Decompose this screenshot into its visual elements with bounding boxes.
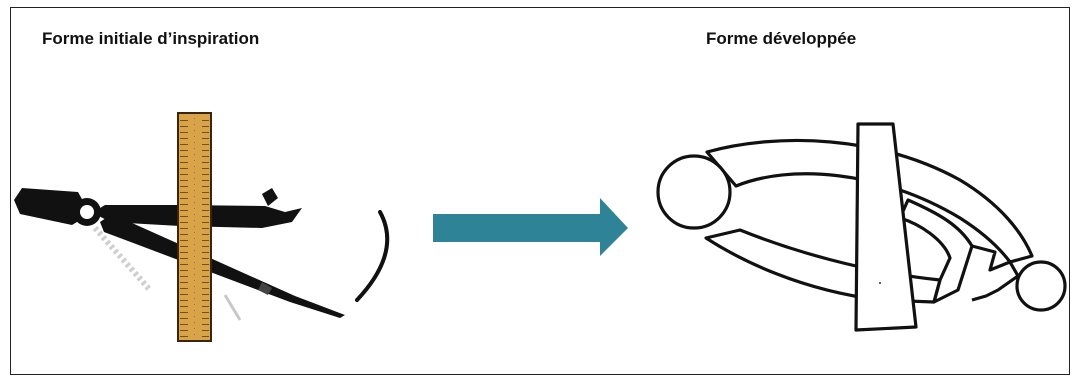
right-connector (972, 246, 1018, 300)
right-circle (1017, 262, 1065, 310)
tapered-ruler (856, 124, 916, 330)
left-circle (658, 156, 730, 228)
ruler-icon (178, 113, 211, 341)
compass-upper-arm (14, 188, 302, 228)
compass-arc (357, 212, 387, 300)
compass-hinge-hole (80, 205, 94, 219)
compass-and-ruler-icon (14, 113, 387, 341)
compass-lower-arm (100, 214, 345, 318)
ruler-dot (879, 282, 881, 284)
stylized-compass-ruler-icon (658, 124, 1065, 330)
right-arrow-icon (433, 198, 628, 256)
